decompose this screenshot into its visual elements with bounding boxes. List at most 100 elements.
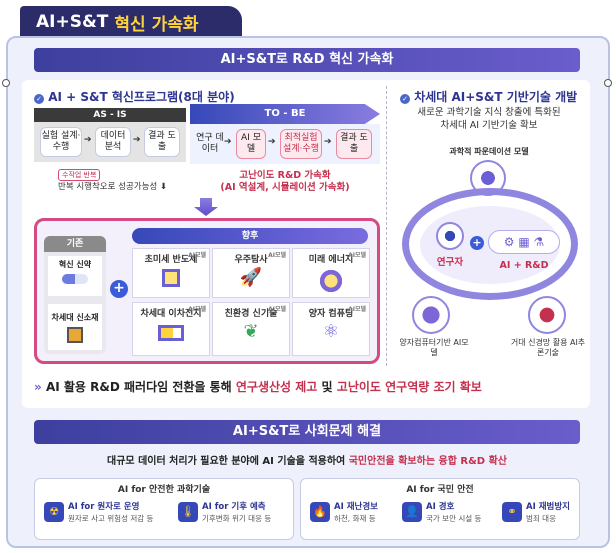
arrow-right-icon: ➔ [133,135,141,145]
right-section-title: ✓ 차세대 AI+S&T 기반기술 개발 [400,88,577,105]
to-be-header: TO - BE [190,104,380,124]
right-desc-line2: 차세대 AI 기반기술 확보 [440,120,538,132]
right-edge-dot [604,79,612,87]
to-be-step-data: 연구 데이터 [196,133,224,154]
as-is-step-3: 결과 도출 [144,127,180,157]
as-is-header: AS - IS [34,108,186,122]
semiconductor-chip-icon [162,269,180,287]
disaster-item: AI 재난경보 하천, 화재 등 [334,502,378,524]
recidivism-item-title: AI 재범방지 [526,502,570,512]
down-arrow-icon [194,198,218,216]
conclusion-prefix: AI 활용 R&D 패러다임 전환을 통해 [45,380,232,394]
as-is-step-2: 데이터 분석 [95,127,131,157]
ai-model-tag: AI모델 [348,252,366,259]
rocket-icon: 🚀 [239,267,263,288]
future-item-6-label: 양자 컴퓨팅 [308,309,354,319]
vertical-divider [386,86,387,366]
chip-material-icon [67,327,83,343]
handcuffs-icon: ⚭ [502,502,522,522]
conclusion-highlight-1: 연구생산성 제고 [235,380,318,394]
to-be-step-result: 결과 도출 [336,129,372,159]
safe-science-title: AI for 안전한 과학기술 [117,485,211,495]
to-be-step-model: AI 모델 [236,129,266,159]
to-be-caption: 고난이도 R&D 가속화 (AI 역설계, 시뮬레이션 가속화) [190,170,380,195]
right-section-title-text: 차세대 AI+S&T 기반기술 개발 [414,90,578,104]
reactor-item-sub: 원자로 사고 위험성 저감 등 [68,513,154,523]
page-title-highlight: 혁신 가속화 [114,14,199,35]
quantum-model-label: 양자컴퓨터기반 AI모델 [399,338,469,358]
fire-icon: 🔥 [310,502,330,522]
climate-item: AI for 기후 예측 기후변화 위기 대응 등 [202,502,271,524]
lightbulb-icon [317,269,345,293]
right-desc-line1: 새로운 과학기술 지식 창출에 특화된 [417,107,561,118]
right-desc: 새로운 과학기술 지식 창출에 특화된 차세대 AI 기반기술 확보 [396,106,582,133]
as-is-note: 반복 시행착오로 성공가능성 ⬇ [58,182,168,192]
check-circle-icon: ✓ [34,94,44,104]
left-section-title: ✓ AI + S&T 혁신프로그램(8대 분야) [34,88,235,105]
future-label: 향후 [132,228,368,244]
manual-repeat-label: 수작업 반복 [58,169,101,181]
arrow-right-icon: ➔ [324,137,332,147]
conclusion-line: » AI 활용 R&D 패러다임 전환을 통해 연구생산성 제고 및 고난이도 … [34,378,580,395]
check-circle-icon: ✓ [400,94,410,104]
arrow-right-icon: ➔ [84,135,92,145]
reactor-item-title: AI for 원자로 운영 [68,502,140,512]
arrow-right-icon: ➔ [224,137,232,147]
conclusion-mid: 및 [321,380,333,394]
reactor-icon: ☢ [44,502,64,522]
future-item-5-label: 친환경 신기술 [224,309,278,319]
climate-item-title: AI for 기후 예측 [202,502,266,512]
left-edge-dot [2,79,10,87]
page-title-main: AI+S&T [36,12,109,32]
bottom-desc: 대규모 데이터 처리가 필요한 분야에 AI 기술을 적용하여 국민안전을 확보… [34,452,580,467]
future-item-4-label: 차세대 이차전지 [140,309,202,319]
neural-network-icon [528,296,566,334]
future-item-semiconductor: AI모델 초미세 반도체 [132,248,210,298]
guard-item-sub: 국가 보안 시설 등 [426,513,482,523]
quantum-computer-icon [412,296,450,334]
existing-item-1: 혁신 신약 [48,256,102,296]
existing-item-2: 차세대 신소재 [48,304,102,350]
bottom-desc-text: 대규모 데이터 처리가 필요한 분야에 AI 기술을 적용하여 [107,456,346,467]
ai-model-tag: AI모델 [188,306,206,313]
recidivism-item-sub: 범죄 대응 [526,513,556,523]
future-item-quantum: AI모델 양자 컴퓨팅 ⚛ [292,302,370,356]
security-guard-icon: 👤 [402,502,422,522]
disaster-item-title: AI 재난경보 [334,502,378,512]
existing-label: 기존 [44,236,106,252]
foundation-model-label: 과학적 파운데이션 모델 [449,147,529,156]
cycle-ring [402,188,578,300]
ai-model-tag: AI모델 [268,252,286,259]
ai-model-tag: AI모델 [188,252,206,259]
neural-inference-label: 거대 신경망 활용 AI추론기술 [510,338,586,358]
plant-leaf-icon: ❦ [243,321,259,342]
as-is-step-1: 실험 설계·수행 [40,127,82,157]
bottom-desc-highlight: 국민안전을 확보하는 융합 R&D 확산 [348,456,507,467]
manual-repeat-tag: 수작업 반복 [58,162,101,181]
social-problem-bar: AI+S&T로 사회문제 해결 [34,420,580,444]
ai-rnd-icons: ⚙ ▦ ⚗ [488,230,560,254]
ai-model-tag: AI모델 [268,306,286,313]
future-item-1-label: 초미세 반도체 [144,255,198,265]
future-item-battery: AI모델 차세대 이차전지 [132,302,210,356]
guard-item-title: AI 경호 [426,502,455,512]
researcher-icon [436,222,464,250]
plus-icon: + [110,280,128,298]
existing-item-2-label: 차세대 신소재 [51,313,99,322]
arrow-right-icon: ➔ [268,137,276,147]
public-safety-group [300,478,580,540]
to-be-caption-line1: 고난이도 R&D 가속화 [239,170,331,181]
future-item-3-label: 미래 에너지 [308,255,354,265]
guard-item: AI 경호 국가 보안 시설 등 [426,502,481,524]
future-item-eco: AI모델 친환경 신기술 ❦ [212,302,290,356]
double-chevron-icon: » [34,380,42,394]
public-safety-title: AI for 국민 안전 [406,485,474,495]
climate-item-sub: 기후변화 위기 대응 등 [202,513,272,523]
pill-capsule-icon [62,274,88,284]
conclusion-highlight-2: 고난이도 연구역량 조기 확보 [336,380,482,394]
future-item-energy: AI모델 미래 에너지 [292,248,370,298]
future-item-space: AI모델 우주탐사 🚀 [212,248,290,298]
atom-icon: ⚛ [322,321,340,342]
existing-item-1-label: 혁신 신약 [58,260,92,269]
to-be-caption-line2: (AI 역설계, 시뮬레이션 가속화) [220,182,350,194]
